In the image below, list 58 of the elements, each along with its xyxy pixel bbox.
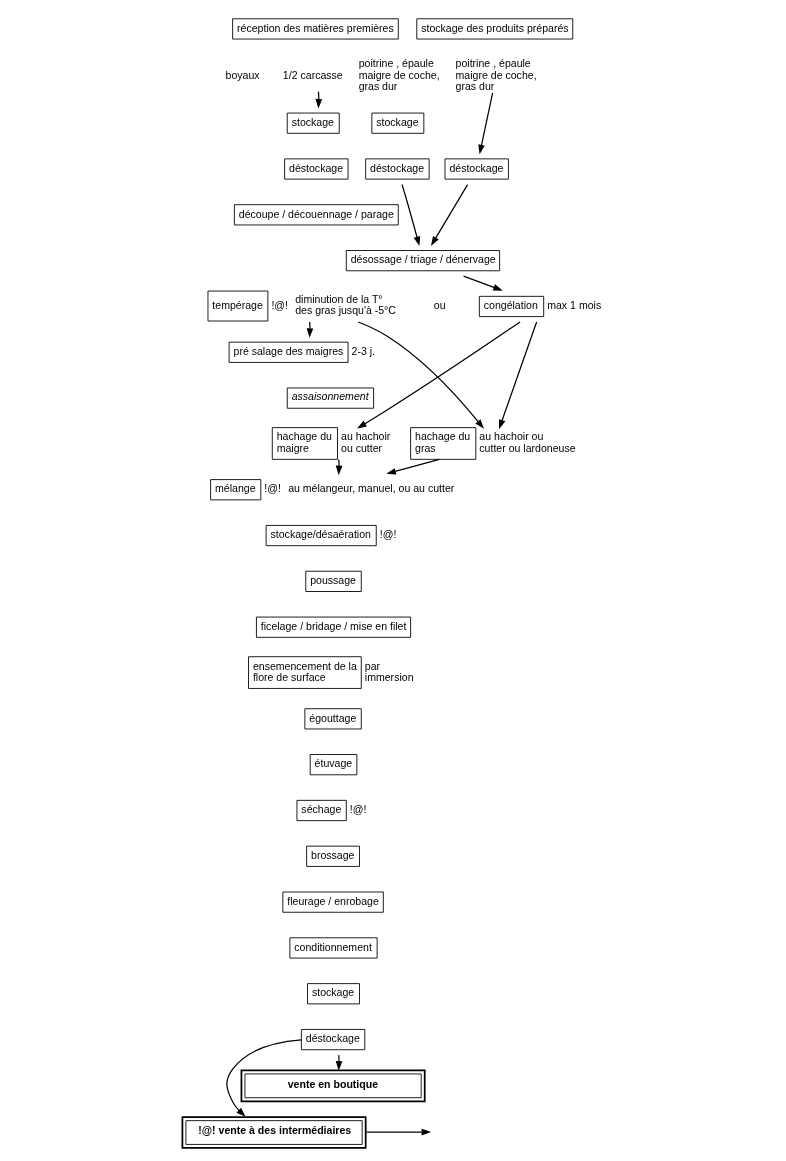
node-box: stockage	[286, 112, 340, 134]
node-label: par immersion	[364, 659, 414, 684]
arrow	[401, 183, 421, 247]
node-box: !@! vente à des intermédiaires	[181, 1116, 367, 1149]
node-label: !@!	[379, 528, 397, 541]
node-box: vente en boutique	[240, 1069, 426, 1103]
node-text: poitrine , épaule maigre de coche, gras dur	[358, 57, 440, 93]
node-label: au mélangeur, manuel, ou au cutter	[288, 482, 455, 495]
node-box: stockage	[371, 112, 425, 134]
node-box: déstockage	[284, 158, 349, 180]
node-box: hachage du maigre	[271, 427, 338, 460]
node-box: ensemencement de la flore de surface	[248, 656, 362, 689]
node-box: désossage / triage / dénervage	[345, 250, 501, 272]
node-box: stockage/désaération	[265, 525, 377, 547]
arrow	[357, 321, 484, 429]
node-label: !@!	[349, 803, 367, 816]
arrow	[478, 92, 494, 155]
node-label: !@!	[264, 482, 281, 495]
node-box: égouttage	[304, 708, 362, 730]
node-box: pré salage des maigres	[228, 341, 349, 363]
node-box: découpe / découennage / parage	[233, 204, 399, 226]
arrow	[499, 321, 538, 430]
node-box: poussage	[305, 570, 362, 592]
arrow	[462, 275, 503, 291]
node-label: diminution de la T° des gras jusqu'à -5°C	[295, 293, 396, 317]
node-box: fleurage / enrobage	[282, 891, 384, 913]
arrow	[335, 458, 343, 476]
node-text: poitrine , épaule maigre de coche, gras dur	[455, 57, 537, 93]
node-box: ficelage / bridage / mise en filet	[256, 616, 412, 638]
node-label: 2-3 j.	[351, 345, 376, 358]
node-box: réception des matières premières	[232, 18, 399, 40]
node-box: stockage	[307, 983, 360, 1005]
node-box: stockage des produits préparés	[416, 18, 574, 40]
arrow	[431, 184, 469, 246]
node-label: max 1 mois	[547, 299, 602, 312]
node-label: au hachoir ou cutter	[341, 430, 391, 454]
node-box: déstockage	[444, 158, 509, 180]
node-box: conditionnement	[289, 937, 378, 959]
node-box: congélation	[478, 295, 545, 318]
node-box: séchage	[296, 799, 347, 822]
arrow	[357, 321, 521, 429]
node-box: hachage du gras	[410, 427, 477, 460]
node-box: déstockage	[365, 158, 430, 180]
node-box: mélange	[210, 479, 262, 501]
node-label: au hachoir ou cutter ou lardoneuse	[479, 430, 576, 454]
arrow	[386, 458, 440, 475]
node-box: étuvage	[309, 754, 358, 776]
arrow	[226, 1039, 302, 1117]
node-box: déstockage	[300, 1029, 366, 1051]
node-text: boyaux	[225, 68, 260, 81]
node-box: tempérage	[207, 290, 269, 322]
arrow	[335, 1054, 343, 1071]
node-label: !@!	[271, 298, 288, 311]
label: ou	[433, 298, 446, 311]
arrow	[306, 321, 314, 338]
node-text: 1/2 carcasse	[282, 68, 343, 81]
node-box: assaisonnement	[286, 387, 375, 409]
node-box: brossage	[306, 845, 360, 867]
